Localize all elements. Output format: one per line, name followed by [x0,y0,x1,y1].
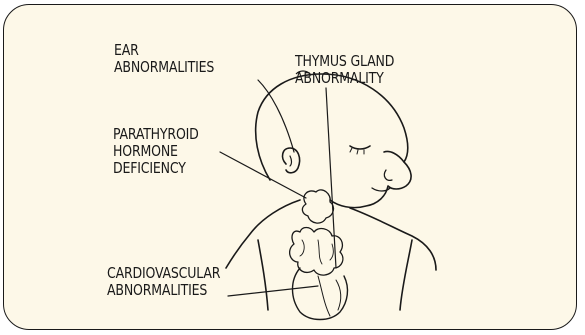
infant-shoulder-left [226,200,300,268]
infant-shoulder-right [350,208,436,270]
parathyroid-gland [302,190,333,223]
label-ear-abnormalities: EAR ABNORMALITIES [114,42,214,76]
heart [293,268,348,320]
label-thymus-gland-abnormality: THYMUS GLAND ABNORMALITY [295,53,394,87]
infant-eye [350,146,370,149]
infant-face-profile [384,151,404,162]
infant-head-outline [256,74,411,208]
leader-line-thymus [326,88,336,268]
leader-line-parathyroid [220,152,306,198]
label-cardiovascular-abnormalities: CARDIOVASCULAR ABNORMALITIES [107,265,220,299]
label-parathyroid-hormone-deficiency: PARATHYROID HORMONE DEFICIENCY [113,126,199,177]
leader-line-ear [258,80,294,152]
leader-line-cardio [228,286,318,296]
